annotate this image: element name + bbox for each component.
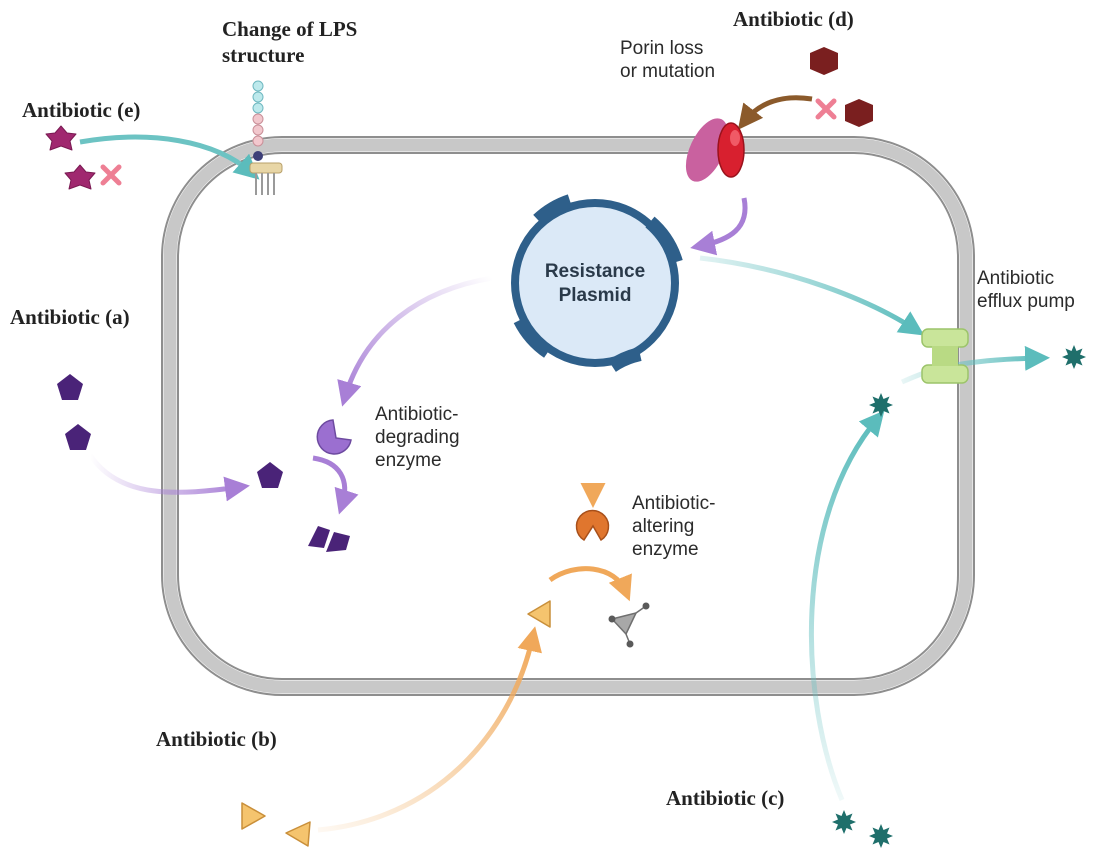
- label-degrading-line3: enzyme: [375, 450, 442, 471]
- label-antibiotic-c: Antibiotic (c): [666, 786, 785, 810]
- antibiotic-e-molecule-1: [45, 125, 77, 151]
- antibiotic-c-molecule: [832, 810, 856, 834]
- label-porin-line2: or mutation: [620, 61, 716, 82]
- plasmid-gene-segment: [533, 194, 573, 226]
- antibiotic-c-molecules: [832, 345, 1086, 848]
- antibiotic-b-molecule-2: [285, 821, 311, 847]
- label-degrading-line2: degrading: [375, 427, 460, 448]
- blocked-x-icon: [100, 164, 122, 186]
- plasmid-gene-segment: [645, 216, 683, 265]
- blocked-x-icon: [815, 98, 837, 120]
- antibiotic-d-molecule-1: [810, 47, 838, 75]
- label-degrading-line1: Antibiotic-: [375, 404, 459, 425]
- label-antibiotic-a: Antibiotic (a): [10, 305, 130, 329]
- arrow-degradation: [312, 455, 359, 515]
- cell-inner-membrane: [177, 152, 959, 680]
- label-antibiotic-d: Antibiotic (d): [733, 7, 854, 31]
- arrow-plasmid-to-efflux-pump: [699, 255, 925, 336]
- degraded-antibiotic-fragment-2: [326, 532, 350, 552]
- efflux-pump: [921, 328, 969, 384]
- antibiotic-c-molecule: [869, 824, 893, 848]
- antibiotic-c-molecule: [869, 393, 893, 417]
- resistance-plasmid: [511, 194, 683, 372]
- label-porin-line1: Porin loss: [620, 38, 704, 59]
- altered-antibiotic: [608, 602, 650, 648]
- antibiotic-c-molecule: [1062, 345, 1086, 369]
- label-antibiotic-b: Antibiotic (b): [156, 727, 277, 751]
- antibiotic-b-molecule-1: [241, 802, 266, 830]
- label-altering-line2: altering: [632, 516, 695, 537]
- antibiotic-e-molecule-2: [64, 164, 96, 190]
- plasmid-gene-segment: [608, 347, 642, 372]
- arrow-antibiotic-b-entry: [317, 626, 542, 833]
- cell-outer-membrane: [161, 136, 975, 696]
- label-lps-change-line1: Change of LPS: [222, 17, 358, 41]
- label-altering-line1: Antibiotic-: [632, 493, 716, 514]
- antibiotic-a-molecule-1: [57, 374, 83, 400]
- arrow-antibiotic-c-entry: [808, 410, 885, 801]
- degraded-antibiotic-fragment-1: [308, 526, 330, 548]
- arrow-antibiotic-e-blocked: [79, 134, 260, 180]
- porin-channel: [685, 118, 745, 182]
- label-antibiotic-e: Antibiotic (e): [22, 98, 141, 122]
- label-altering-line3: enzyme: [632, 539, 699, 560]
- degrading-enzyme: [316, 419, 352, 455]
- label-lps-change-line2: structure: [222, 43, 305, 67]
- antibiotic-a-inside-molecule: [257, 462, 283, 488]
- altering-enzyme: [575, 509, 610, 542]
- label-plasmid-line1: Resistance: [544, 261, 646, 282]
- antibiotic-a-molecule-2: [65, 424, 91, 450]
- arrow-antibiotic-a-entry: [87, 453, 250, 502]
- antibiotic-b-inside-molecule: [527, 600, 551, 628]
- arrow-alteration: [548, 566, 632, 602]
- lps-structure: [249, 80, 283, 195]
- arrow-antibiotic-d-blocked: [737, 95, 813, 130]
- cell-wall: [163, 138, 973, 694]
- label-efflux-line1: Antibiotic: [977, 268, 1055, 289]
- plasmid-gene-segment: [513, 316, 553, 358]
- antibiotic-d-molecule-2: [845, 99, 873, 127]
- label-plasmid-line2: Plasmid: [558, 285, 632, 306]
- label-efflux-line2: efflux pump: [977, 291, 1075, 312]
- arrow-plasmid-to-degrading-enzyme: [337, 275, 493, 407]
- arrow-porin-to-plasmid: [690, 197, 748, 256]
